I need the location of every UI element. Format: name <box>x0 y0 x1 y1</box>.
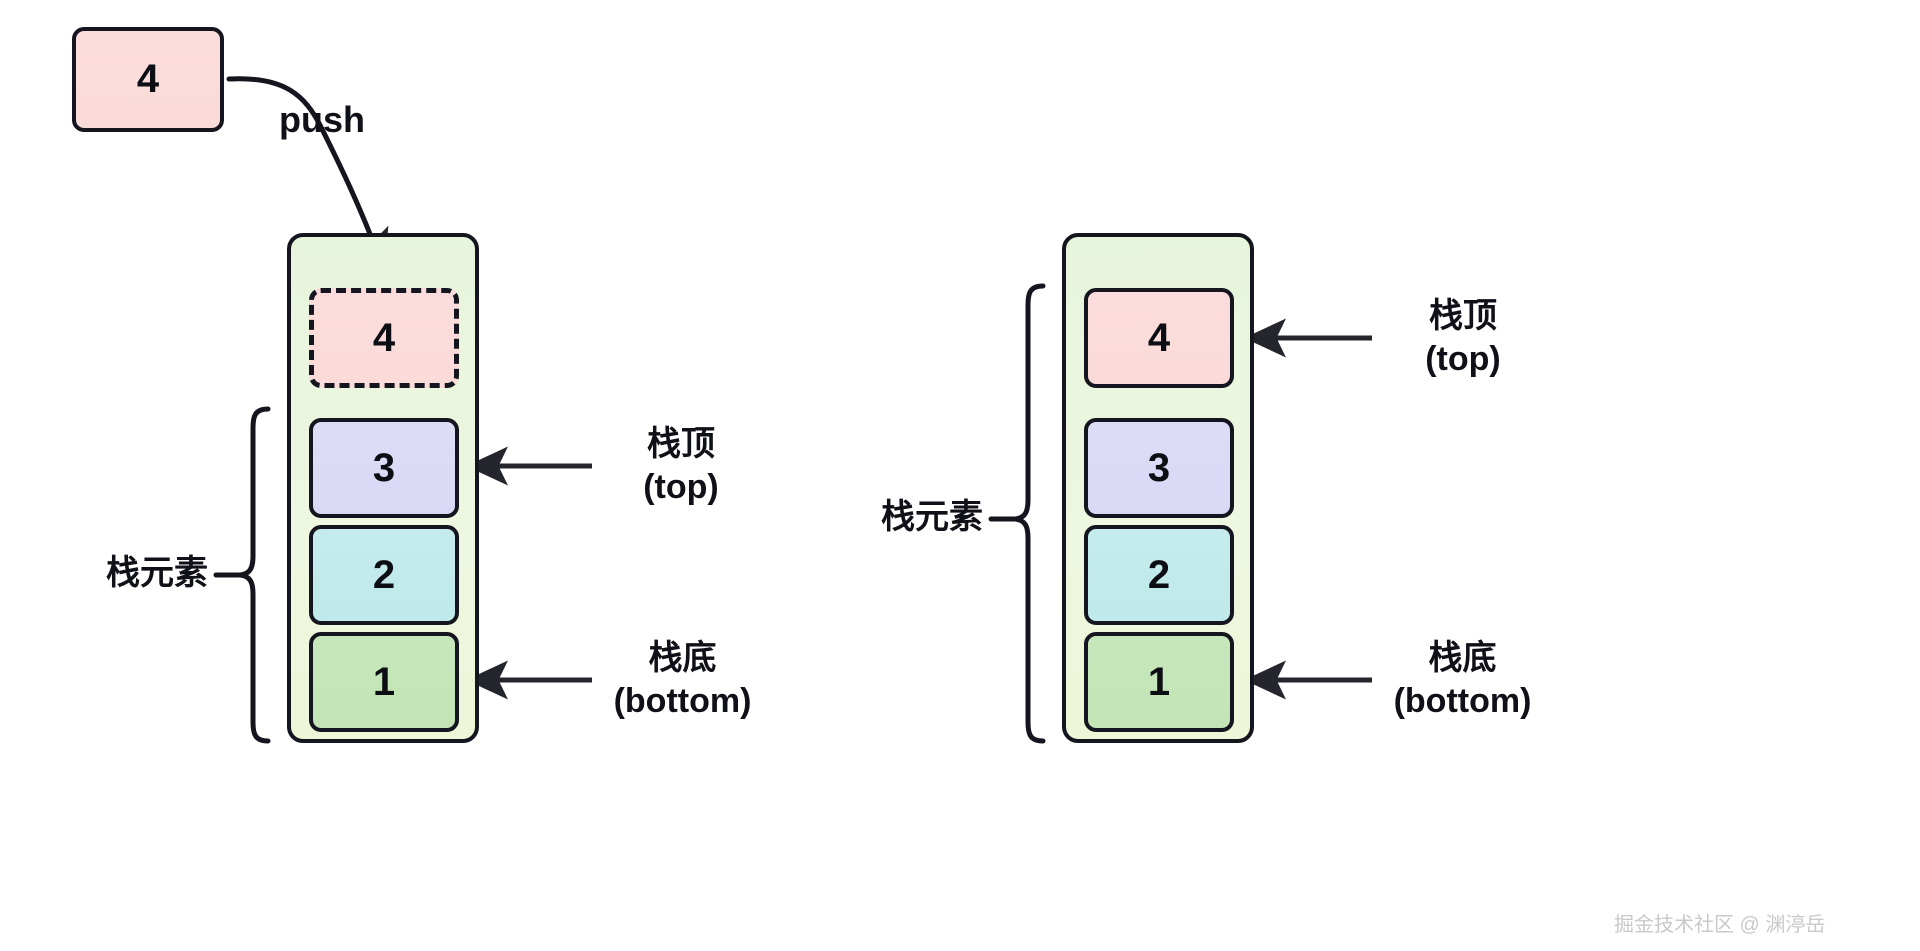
right-stack-cell-2[interactable]: 2 <box>1084 525 1234 625</box>
watermark: 掘金技术社区 @ 渊渟岳 <box>1614 914 1826 936</box>
right-bottom-label-cn: 栈底 <box>1428 639 1497 677</box>
left-elements-brace <box>237 406 271 744</box>
left-stack-cell-4[interactable]: 4 <box>309 288 459 388</box>
left-bottom-label: 栈底 (bottom) <box>570 637 795 722</box>
right-top-label: 栈顶 (top) <box>1378 295 1548 380</box>
right-top-label-cn: 栈顶 <box>1429 297 1497 335</box>
right-top-label-en: (top) <box>1425 339 1501 378</box>
left-bottom-label-en: (bottom) <box>613 681 752 720</box>
right-stack-cell-3[interactable]: 3 <box>1084 418 1234 518</box>
left-stack-cell-3[interactable]: 3 <box>309 418 459 518</box>
left-stack-cell-2[interactable]: 2 <box>309 525 459 625</box>
right-elements-label: 栈元素 <box>881 498 983 536</box>
left-stack-cell-1[interactable]: 1 <box>309 632 459 732</box>
right-stack-cell-1[interactable]: 1 <box>1084 632 1234 732</box>
left-top-label-cn: 栈顶 <box>647 425 715 463</box>
incoming-element-box[interactable]: 4 <box>72 27 224 132</box>
right-bottom-label-en: (bottom) <box>1393 681 1532 720</box>
left-top-label-en: (top) <box>643 467 719 506</box>
right-elements-brace <box>1012 283 1046 744</box>
left-bottom-label-cn: 栈底 <box>648 639 717 677</box>
push-label: push <box>279 99 365 140</box>
left-elements-label: 栈元素 <box>106 554 208 592</box>
right-bottom-label: 栈底 (bottom) <box>1350 637 1575 722</box>
right-stack-cell-4[interactable]: 4 <box>1084 288 1234 388</box>
left-top-label: 栈顶 (top) <box>596 423 766 508</box>
